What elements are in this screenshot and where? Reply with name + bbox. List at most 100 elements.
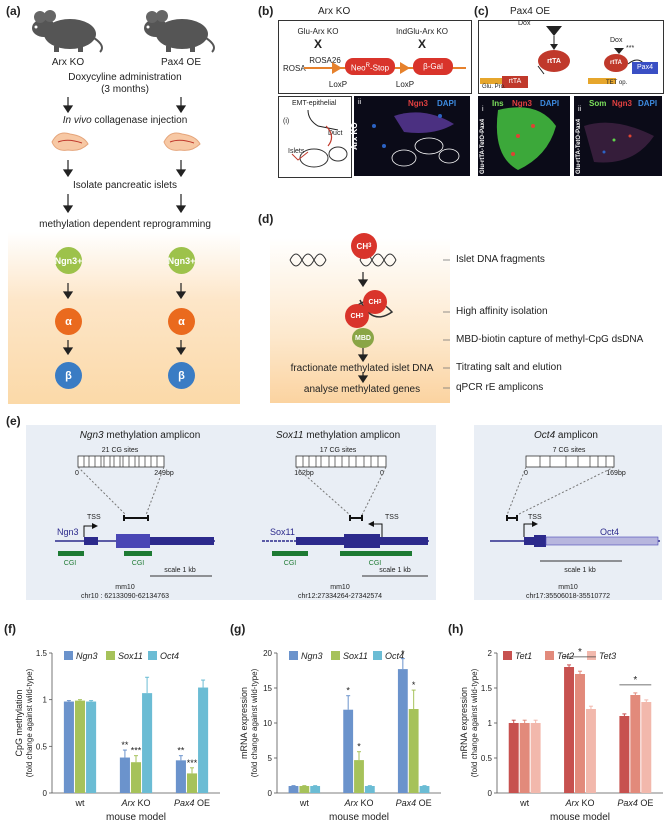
legend-swatch: [64, 651, 73, 660]
step-collagenase: In vivo collagenase injection: [62, 115, 188, 126]
significance-mark: ***: [131, 746, 142, 756]
gene-map-background: [26, 425, 436, 600]
note-qpcr: qPCR rE amplicons: [456, 382, 544, 393]
y-tick-label: 0: [43, 789, 48, 798]
cross-icon: X: [417, 37, 427, 51]
bar: [130, 762, 142, 793]
amplicon-title: Sox11 methylation amplicon: [275, 430, 401, 441]
stain-dapi: DAPI: [638, 99, 658, 108]
gene-name: Oct4: [600, 527, 620, 537]
scale-label: scale 1 kb: [379, 567, 411, 574]
legend-label: Ngn3: [76, 651, 98, 661]
rosa26-label: ROSA26: [309, 56, 341, 65]
bar: [530, 723, 541, 793]
bar: [175, 760, 186, 793]
gene-name: Ngn3: [57, 527, 79, 537]
bar: [354, 760, 364, 793]
y-tick-label: 2: [488, 649, 493, 658]
y-tick-label: 1: [488, 719, 493, 728]
legend-label: Ngn3: [301, 651, 323, 661]
significance-mark: *: [633, 675, 637, 686]
dox-label: Dox: [518, 20, 531, 27]
rtta-gene: rtTA: [502, 76, 528, 88]
bar: [419, 786, 430, 793]
y-tick-label: 5: [268, 754, 273, 763]
significance-stars: ***: [626, 45, 635, 52]
cross-icon: X: [313, 37, 323, 51]
step-analyse: analyse methylated genes: [303, 384, 421, 395]
micrograph-ii-label: ii: [578, 106, 582, 113]
genome-locus: chr10 : 62133090-62134763: [81, 593, 169, 600]
tet-op-label: TET op.: [606, 80, 628, 86]
y-tick-label: 15: [263, 684, 272, 693]
micrograph-i-label: i: [482, 106, 484, 113]
legend-swatch: [545, 651, 554, 660]
x-tick-label: Pax4 OE: [617, 798, 653, 808]
glu-arx-label: Glu-Arx KO: [297, 27, 339, 36]
legend-swatch: [373, 651, 382, 660]
significance-mark: *: [346, 686, 350, 696]
bar: [619, 716, 630, 793]
ngn3-cell: Ngn3+: [55, 247, 82, 274]
legend-label: Oct4: [160, 651, 179, 661]
arx-ko-construct-box: [278, 20, 472, 94]
legend-label: Tet2: [557, 651, 574, 661]
diagram-i-label: (i): [283, 118, 290, 125]
stain-ins: Ins: [492, 99, 504, 108]
bar: [585, 709, 596, 793]
panel-c-label: (c): [474, 4, 489, 18]
bar: [408, 709, 419, 793]
beta-cell: β: [55, 362, 82, 389]
significance-mark: *: [401, 649, 405, 659]
bar: [575, 674, 585, 793]
amplicon-start: 0: [524, 470, 528, 477]
bar: [74, 700, 86, 793]
y-axis-label: mRNA expression: [239, 687, 249, 759]
y-tick-label: 0.5: [36, 742, 48, 751]
note-islet-dna: Islet DNA fragments: [456, 254, 545, 265]
scale-label: scale 1 kb: [564, 567, 596, 574]
x-axis-label: mouse model: [329, 812, 389, 823]
ngn3-cell: Ngn3+: [168, 247, 195, 274]
scale-label: scale 1 kb: [164, 567, 196, 574]
legend-swatch: [148, 651, 157, 660]
islets-label: Islets: [288, 148, 305, 155]
x-axis-label: mouse model: [550, 812, 610, 823]
col2-title: Pax4 OE: [160, 57, 202, 68]
legend-swatch: [289, 651, 298, 660]
neo-stop-cassette: NeoR-Stop: [345, 58, 395, 75]
y-tick-label: 1.5: [481, 684, 493, 693]
step-duration: (3 months): [101, 84, 149, 95]
cg-sites-label: 21 CG sites: [101, 447, 139, 454]
y-axis-label-2: (fold change against wild-type): [470, 668, 479, 777]
pancreas-icon: [51, 132, 89, 151]
indglu-arx-label: IndGlu-Arx KO: [395, 27, 449, 36]
significance-mark: ***: [187, 758, 198, 768]
beta-cell: β: [168, 362, 195, 389]
panel-d-label: (d): [258, 212, 274, 226]
x-tick-label: Arx KO: [343, 798, 373, 808]
islet-diagram-box: [278, 96, 352, 178]
bar: [630, 695, 641, 793]
panel-f-label: (f): [4, 622, 16, 636]
y-tick-label: 1: [43, 696, 48, 705]
y-tick-label: 0: [268, 789, 273, 798]
bar: [119, 757, 130, 793]
panel-b-title: Arx KO: [318, 6, 351, 17]
arx-ko-micrograph: [354, 96, 470, 176]
y-axis-label-2: (fold change against wild-type): [250, 668, 259, 777]
amplicon-end: 249bp: [154, 470, 174, 477]
y-tick-label: 1.5: [36, 649, 48, 658]
amplicon-start: 162bp: [294, 470, 314, 477]
bar: [641, 702, 652, 793]
legend-label: Tet3: [599, 651, 616, 661]
legend-label: Sox11: [343, 651, 368, 661]
amplicon-title: Ngn3 methylation amplicon: [79, 430, 201, 441]
cgi-label: CGI: [63, 560, 77, 567]
tss-label: TSS: [385, 514, 399, 521]
cgi-label: CGI: [368, 560, 382, 567]
amplicon-end: 169bp: [606, 470, 626, 477]
